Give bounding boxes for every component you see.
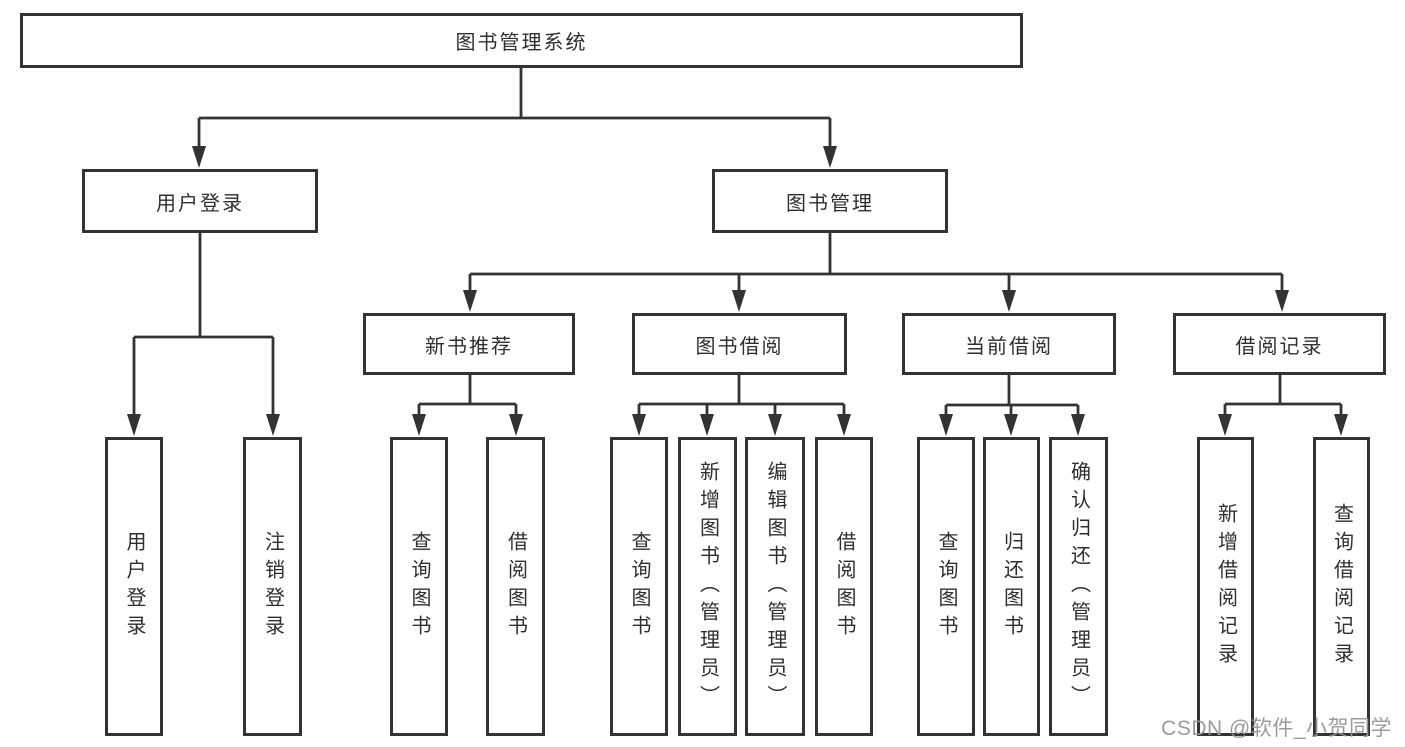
connector-line xyxy=(944,375,1080,418)
node-new-book-recommend: 新书推荐 xyxy=(363,313,575,375)
arrowheads-borrow xyxy=(632,414,851,436)
leaf-label: 查询图书 xyxy=(408,530,430,643)
node-root: 图书管理系统 xyxy=(20,13,1023,68)
node-label: 当前借阅 xyxy=(965,335,1053,358)
arrowhead-icon xyxy=(1071,414,1085,436)
arrowhead-icon xyxy=(412,414,426,436)
connector-line xyxy=(637,375,846,418)
arrowhead-icon xyxy=(1275,290,1289,312)
connector-line xyxy=(132,233,275,418)
leaf-user-login: 用户登录 xyxy=(105,437,163,736)
arrowhead-icon xyxy=(837,414,851,436)
leaf-label: 查询借阅记录 xyxy=(1330,502,1353,671)
connector-records-to-leaves xyxy=(1223,375,1343,418)
leaf-label: 编辑图书（管理员） xyxy=(764,460,786,713)
leaf-label: 借阅图书 xyxy=(833,530,855,643)
leaf-label: 新增借阅记录 xyxy=(1214,502,1237,671)
arrowhead-icon xyxy=(1004,414,1018,436)
leaf-return-book: 归还图书 xyxy=(983,437,1040,736)
arrowheads-root-to-branches xyxy=(192,146,837,168)
arrowhead-icon xyxy=(823,146,837,168)
node-label: 借阅记录 xyxy=(1235,335,1324,358)
leaf-query-books-borrow: 查询图书 xyxy=(610,437,668,736)
connector-line xyxy=(1223,375,1343,418)
leaf-query-borrow-record: 查询借阅记录 xyxy=(1313,437,1370,736)
arrowhead-icon xyxy=(700,414,714,436)
arrowhead-icon xyxy=(463,290,477,312)
leaf-logout: 注销登录 xyxy=(243,437,302,736)
node-label: 新书推荐 xyxy=(425,335,513,358)
connector-borrow-to-leaves xyxy=(637,375,846,418)
arrowheads-user-login xyxy=(127,414,280,436)
arrowhead-icon xyxy=(266,414,280,436)
node-label: 图书管理 xyxy=(786,192,874,215)
arrowheads-recommend xyxy=(412,414,523,436)
leaf-borrow-books: 借阅图书 xyxy=(815,437,873,736)
connector-line xyxy=(417,375,518,418)
arrowheads-current xyxy=(939,414,1085,436)
arrowhead-icon xyxy=(127,414,141,436)
leaf-label: 用户登录 xyxy=(123,530,145,643)
connector-line xyxy=(197,68,832,150)
arrowhead-icon xyxy=(632,414,646,436)
arrowhead-icon xyxy=(509,414,523,436)
leaf-label: 查询图书 xyxy=(935,530,957,643)
node-borrow-records: 借阅记录 xyxy=(1173,313,1386,375)
arrowhead-icon xyxy=(1002,290,1016,312)
arrowhead-icon xyxy=(1334,414,1348,436)
connector-root-to-branches xyxy=(197,68,832,150)
leaf-label: 注销登录 xyxy=(261,530,284,643)
leaf-edit-book-admin: 编辑图书（管理员） xyxy=(745,437,805,736)
arrowhead-icon xyxy=(768,414,782,436)
arrowhead-icon xyxy=(939,414,953,436)
node-user-login-branch: 用户登录 xyxy=(82,169,318,233)
node-root-label: 图书管理系统 xyxy=(455,32,588,54)
csdn-watermark: CSDN @软件_小贺同学 xyxy=(1161,717,1392,740)
leaf-label: 借阅图书 xyxy=(504,530,527,643)
node-book-borrow: 图书借阅 xyxy=(632,313,847,375)
leaf-label: 新增图书（管理员） xyxy=(696,460,719,713)
connector-recommend-to-leaves xyxy=(417,375,518,418)
arrowheads-records xyxy=(1218,414,1348,436)
leaf-label: 查询图书 xyxy=(628,530,650,643)
leaf-label: 确认归还（管理员） xyxy=(1067,460,1090,713)
node-label: 图书借阅 xyxy=(695,335,784,358)
leaf-query-books-recommend: 查询图书 xyxy=(390,437,448,736)
node-current-borrow: 当前借阅 xyxy=(902,313,1116,375)
node-book-mgmt-branch: 图书管理 xyxy=(712,169,948,233)
connector-line xyxy=(468,233,1284,294)
leaf-borrow-books-recommend: 借阅图书 xyxy=(486,437,545,736)
connector-user-login-to-leaves xyxy=(132,233,275,418)
connector-current-to-leaves xyxy=(944,375,1080,418)
arrowheads-book-mgmt xyxy=(463,290,1289,312)
leaf-confirm-return-admin: 确认归还（管理员） xyxy=(1049,437,1108,736)
leaf-label: 归还图书 xyxy=(1000,530,1023,643)
node-label: 用户登录 xyxy=(156,192,244,215)
leaf-add-book-admin: 新增图书（管理员） xyxy=(678,437,737,736)
arrowhead-icon xyxy=(1218,414,1232,436)
leaf-query-books-current: 查询图书 xyxy=(917,437,975,736)
connector-book-mgmt-to-modules xyxy=(468,233,1284,294)
arrowhead-icon xyxy=(732,290,746,312)
arrowhead-icon xyxy=(192,146,206,168)
leaf-add-borrow-record: 新增借阅记录 xyxy=(1197,437,1254,736)
